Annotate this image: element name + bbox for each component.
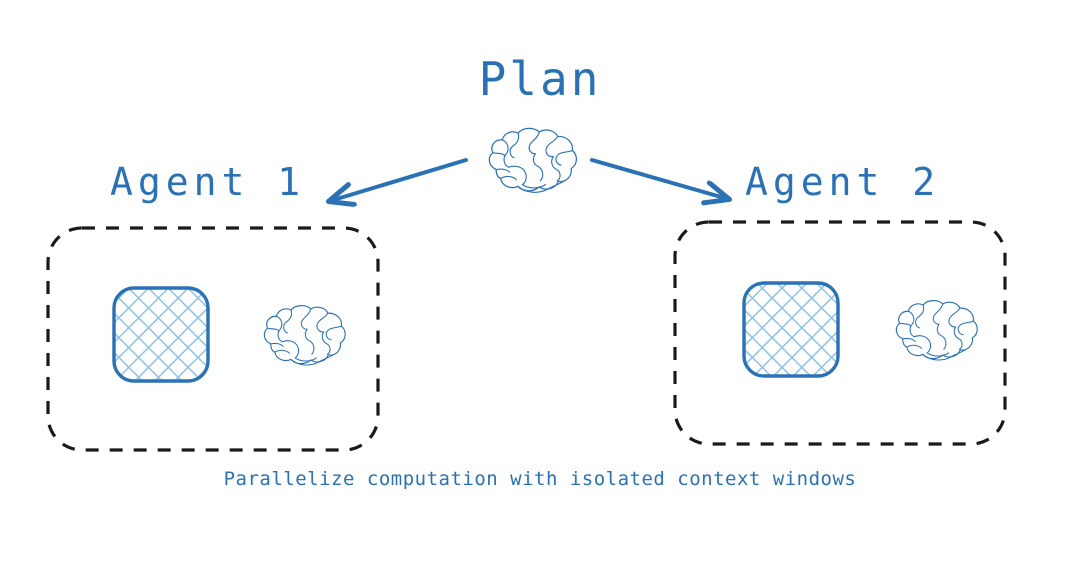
agent-2-context-window (742, 281, 840, 378)
page-title: Plan (478, 52, 602, 106)
arrow-to-agent-1 (330, 158, 468, 201)
plan-brain-icon (488, 127, 578, 193)
agent-2-label: Agent 2 (745, 160, 941, 204)
agent-2-boundary (673, 220, 1007, 446)
agent-1-brain-icon (263, 305, 346, 366)
diagram-caption: Parallelize computation with isolated co… (223, 468, 857, 490)
agent-2-brain-icon (895, 300, 978, 361)
agent-1-boundary (46, 226, 380, 452)
agent-1-context-window (112, 286, 210, 383)
agent-1-label: Agent 1 (110, 160, 306, 204)
arrow-to-agent-2 (590, 158, 728, 199)
